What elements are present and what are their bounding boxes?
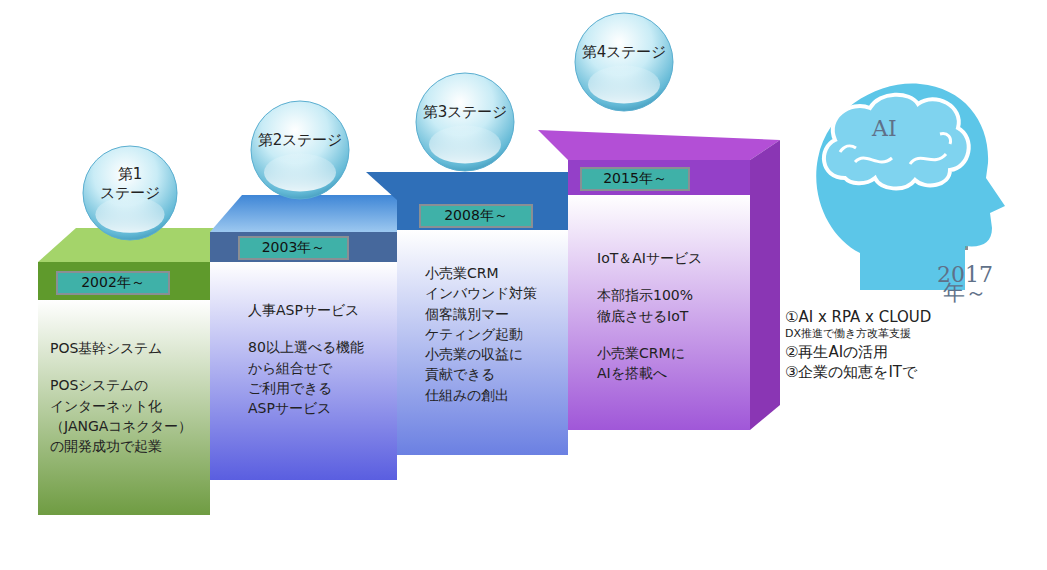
sphere-shape	[250, 100, 350, 200]
stage-column: 2003年～ 人事ASPサービス 80以上選べる機能 から組合せで ご利用できる A…	[210, 232, 397, 480]
sphere-body	[251, 101, 349, 199]
stage-text: IoT＆AIサービス	[597, 248, 739, 268]
note-item: ①AI x RPA x CLOUD	[785, 307, 931, 327]
stage-text: POSシステムの インターネット化 （JANGAコネクター） の開発成功で起業	[50, 375, 196, 456]
stage-sphere: 第4ステージ	[574, 12, 674, 112]
sphere-reflection	[588, 66, 660, 104]
note-list: ①AI x RPA x CLOUDDX推進で働き方改革支援②再生AIの活用③企業…	[785, 307, 931, 382]
stage-column: 2015年～ IoT＆AIサービス本部指示100% 徹底させるIoT 小売業CRMに…	[568, 160, 750, 430]
sphere-reflection	[429, 126, 501, 164]
stage-text: 小売業CRMに AIを搭載へ	[597, 343, 739, 384]
top-face	[366, 172, 574, 200]
year-badge: 2015年～	[580, 167, 690, 191]
year-text: 2015年～	[582, 169, 688, 187]
year-text: 2008年～	[421, 206, 531, 224]
stage-text: 小売業CRM インバウンド対策 個客識別マー ケティング起動 小売業の収益に 貢…	[425, 263, 561, 405]
stage-label: 第1 ステージ	[100, 165, 160, 204]
stage-column: 2002年～ POS基幹システム POSシステムの インターネット化 （JANGAコ…	[38, 262, 210, 515]
stage-column: 2008年～ 小売業CRM インバウンド対策 個客識別マー ケティング起動 小売業…	[397, 200, 568, 455]
sphere-shape	[574, 12, 674, 112]
ai-head: 2017年～AI	[800, 78, 1010, 293]
year-text: 2017年～	[937, 266, 993, 302]
top-face	[210, 195, 402, 232]
sphere-body	[83, 146, 177, 240]
note-item: ③企業の知恵をITで	[785, 362, 931, 382]
stage-text: 本部指示100% 徹底させるIoT	[597, 285, 739, 326]
stage-sphere: 第2ステージ	[250, 100, 350, 200]
year-badge: 2003年～	[238, 236, 349, 260]
stage-label: 第2ステージ	[258, 131, 343, 151]
note-sub: DX推進で働き方改革支援	[785, 327, 931, 341]
brain-outline	[824, 95, 969, 189]
sphere-shape	[415, 72, 515, 172]
note-item: ②再生AIの活用	[785, 342, 931, 362]
sphere-body	[575, 13, 673, 111]
head-silhouette	[800, 78, 1010, 293]
stage-text: 人事ASPサービス	[248, 300, 390, 320]
stage-sphere: 第1 ステージ	[82, 145, 178, 241]
stage-label: 第4ステージ	[582, 43, 667, 63]
sphere-reflection	[264, 154, 336, 192]
stage-label: 第3ステージ	[423, 103, 508, 123]
year-text: 2003年～	[240, 238, 347, 256]
top-face	[538, 130, 780, 160]
year-badge: 2008年～	[419, 204, 533, 228]
stage-sphere: 第3ステージ	[415, 72, 515, 172]
year-badge: 2002年～	[56, 271, 170, 295]
stage-text: 80以上選べる機能 から組合せで ご利用できる ASPサービス	[248, 337, 390, 418]
side-face	[750, 140, 780, 430]
year-text: 2002年～	[58, 273, 168, 291]
stage-text: POS基幹システム	[50, 338, 196, 358]
head-shape	[816, 84, 1005, 290]
ai-text: AI	[872, 116, 897, 141]
sphere-body	[416, 73, 514, 171]
